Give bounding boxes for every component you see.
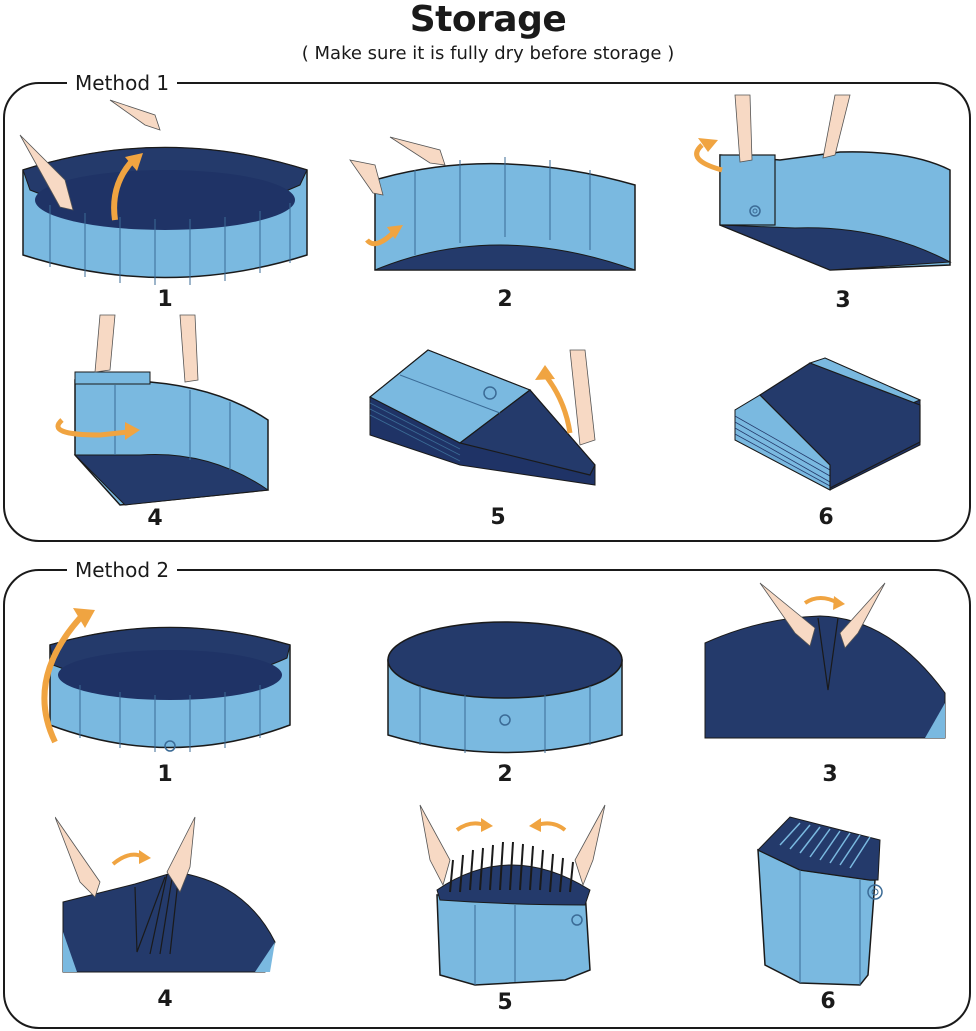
method-1-panel: Method 1: [3, 70, 971, 542]
lift-side-illustration: [349, 136, 636, 271]
pleat-folds-illustration: [55, 816, 276, 973]
hand-icon: [179, 314, 199, 383]
arrow-icon: [536, 821, 567, 832]
step-number: 4: [157, 987, 173, 1012]
method-1-label: Method 1: [67, 70, 178, 96]
step-number: 1: [157, 762, 173, 787]
method-1-step-6: 6: [730, 350, 930, 535]
open-pool-illustration: [19, 99, 308, 285]
arrow-icon: [803, 596, 839, 605]
arrow-icon: [111, 157, 136, 221]
page-subtitle: ( Make sure it is fully dry before stora…: [301, 43, 675, 64]
method-1-step-1: 1: [15, 95, 315, 315]
arrow-icon: [111, 852, 144, 866]
gather-pleats-illustration: [419, 804, 606, 986]
method-2-panel: Method 2: [3, 557, 971, 1029]
flatten-stack-illustration: [368, 349, 596, 486]
arrow-icon: [694, 143, 723, 173]
method-1-step-4: 4: [40, 310, 290, 535]
step-number: 1: [157, 287, 173, 312]
hand-icon: [166, 816, 196, 893]
method-2-step-5: 5: [415, 800, 615, 1022]
step-number: 2: [497, 762, 513, 787]
arrow-icon: [543, 373, 573, 434]
arrow-icon: [41, 616, 83, 744]
compact-pool-illustration: [757, 816, 883, 986]
hand-icon: [574, 804, 606, 887]
hand-icon: [839, 582, 886, 649]
method-2-step-6: 6: [750, 805, 910, 1022]
method-2-step-3: 3: [700, 578, 950, 790]
step-number: 6: [818, 505, 834, 530]
step-number: 2: [497, 287, 513, 312]
method-1-step-5: 5: [360, 345, 640, 535]
method-2-step-1: 1: [25, 600, 305, 790]
method-1-step-2: 2: [345, 125, 645, 315]
hand-icon: [419, 804, 451, 887]
step-number: 5: [497, 990, 513, 1015]
hand-icon: [389, 136, 446, 166]
arrow-icon: [365, 231, 395, 247]
step-number: 4: [147, 506, 163, 531]
hand-icon: [55, 816, 101, 898]
hand-icon: [569, 349, 596, 446]
hand-icon: [94, 314, 116, 373]
hand-icon: [109, 99, 161, 131]
pinch-fold-illustration: [704, 582, 946, 739]
continue-folding-illustration: [55, 314, 270, 506]
flipped-pool-illustration: [387, 621, 623, 754]
step-number: 3: [822, 762, 838, 787]
arrow-icon: [455, 821, 486, 832]
method-2-step-2: 2: [380, 620, 630, 790]
hand-icon: [19, 134, 74, 211]
hand-icon: [734, 94, 753, 163]
hand-icon: [349, 159, 384, 196]
method-2-step-4: 4: [55, 812, 285, 1022]
method-2-label: Method 2: [67, 557, 178, 583]
hand-icon: [822, 94, 851, 159]
hand-icon: [759, 582, 816, 647]
step-number: 6: [820, 989, 836, 1014]
step-number: 5: [490, 505, 506, 530]
step-number: 3: [835, 288, 851, 313]
page-title: Storage: [409, 0, 567, 40]
folded-stack-illustration: [734, 357, 922, 491]
arrow-icon: [55, 418, 129, 438]
method-1-step-3: 3: [680, 90, 960, 315]
fold-panel-illustration: [694, 94, 952, 271]
flip-pool-illustration: [41, 608, 291, 752]
